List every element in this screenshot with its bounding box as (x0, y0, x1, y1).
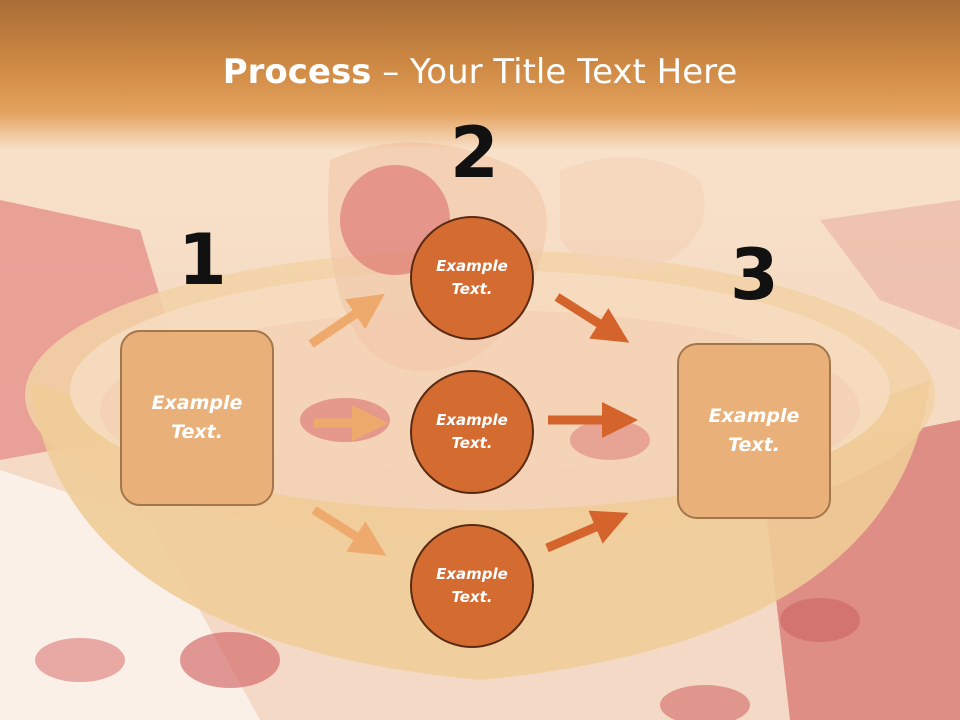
left-box-line2: Text. (171, 421, 223, 443)
arrow-left-to-top (308, 293, 385, 348)
title-bold: Process (222, 52, 372, 92)
right-box-line2: Text. (728, 434, 780, 456)
step-number-3: 3 (730, 234, 779, 316)
title-bar (0, 0, 960, 150)
arrow-bottom-to-right (545, 510, 629, 553)
slide-title: Process – Your Title Text Here (0, 52, 960, 92)
step-number-1: 1 (178, 219, 227, 301)
left-box-line1: Example (151, 392, 243, 414)
circle-middle-line1: Example (436, 411, 508, 429)
title-rest: – Your Title Text Here (371, 52, 738, 92)
right-box-line1: Example (708, 405, 800, 427)
circle-top-line2: Text. (451, 280, 493, 298)
arrow-top-to-right (554, 293, 630, 343)
arrow-left-to-bottom (311, 506, 387, 556)
circle-bottom-line2: Text. (451, 588, 493, 606)
circle-middle-line2: Text. (451, 434, 493, 452)
step-number-2: 2 (450, 112, 499, 194)
circle-bottom-line1: Example (436, 565, 508, 583)
circle-top-line1: Example (436, 257, 508, 275)
